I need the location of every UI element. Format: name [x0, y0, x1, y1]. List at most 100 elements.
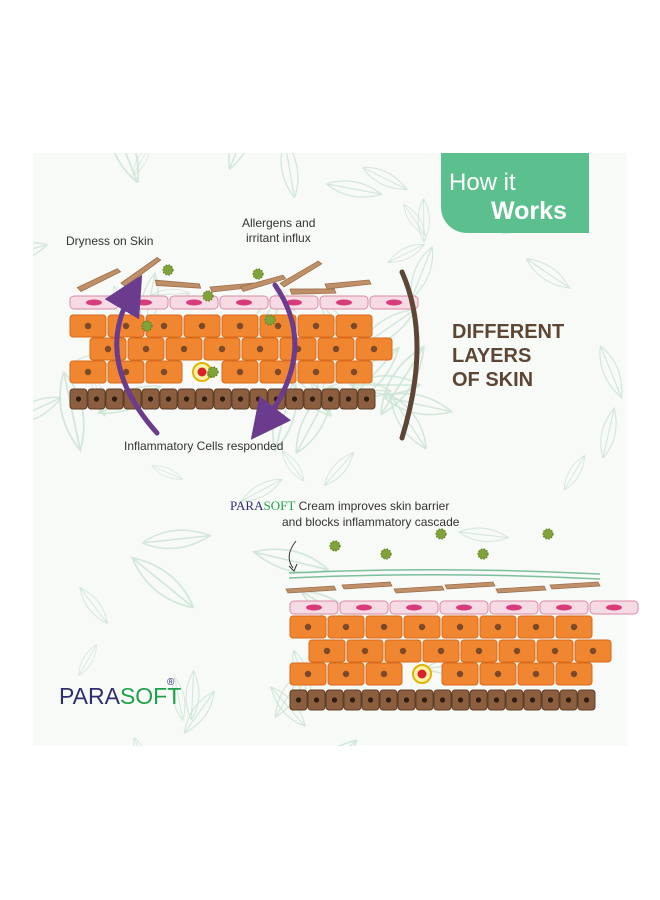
leaf-outline	[151, 465, 184, 480]
pink-cell-nucleus	[286, 299, 302, 306]
basal-cell-nucleus	[457, 697, 464, 703]
basal-cell-nucleus	[165, 396, 172, 402]
pink-cell-nucleus	[606, 604, 622, 611]
dry-skin-flake	[154, 279, 202, 289]
leaf-outline	[228, 153, 256, 170]
basal-cell-nucleus	[331, 697, 338, 703]
basal-cell-nucleus	[327, 396, 334, 402]
keratinocyte-nucleus	[274, 368, 282, 376]
skin-cross-section-damaged	[69, 257, 419, 410]
basal-cell-nucleus	[111, 396, 118, 402]
keratinocyte-nucleus	[532, 623, 540, 631]
keratinocyte-nucleus	[350, 368, 358, 376]
dry-skin-flake	[289, 288, 337, 295]
basal-cell-nucleus	[75, 396, 82, 402]
pink-cell-nucleus	[336, 299, 352, 306]
keratinocyte-nucleus	[84, 368, 92, 376]
basal-cell-nucleus	[547, 697, 554, 703]
keratinocyte-nucleus	[142, 345, 150, 353]
leaf-outline	[130, 556, 195, 609]
basal-cell-nucleus	[291, 396, 298, 402]
logo-soft: SOFT	[119, 683, 182, 709]
basal-cell-nucleus	[147, 396, 154, 402]
keratinocyte-nucleus	[380, 623, 388, 631]
leaf-outline	[280, 153, 299, 199]
keratinocyte-nucleus	[312, 322, 320, 330]
basal-cell-nucleus	[201, 396, 208, 402]
skin-flake	[549, 581, 601, 590]
leaf-outline	[326, 180, 383, 198]
basal-cell-nucleus	[313, 697, 320, 703]
keratinocyte-nucleus	[456, 623, 464, 631]
basal-cell-nucleus	[385, 697, 392, 703]
keratinocyte-nucleus	[475, 647, 483, 655]
keratinocyte-nucleus	[256, 345, 264, 353]
leaf-outline	[33, 241, 49, 265]
inflammatory-cell-nucleus	[197, 367, 207, 377]
leaf-outline	[361, 166, 409, 191]
keratinocyte-nucleus	[570, 670, 578, 678]
protective-film-line	[288, 568, 601, 575]
title-line-3: OF SKIN	[452, 369, 534, 391]
leaf-outline	[132, 153, 151, 176]
basal-cell-nucleus	[421, 697, 428, 703]
protective-film-line	[288, 573, 601, 580]
keratinocyte-nucleus	[84, 322, 92, 330]
basal-cell-nucleus	[93, 396, 100, 402]
label-allergens-line-1: Allergens and	[242, 216, 316, 230]
basal-cell-nucleus	[493, 697, 500, 703]
basal-cell-nucleus	[403, 697, 410, 703]
keratinocyte-nucleus	[380, 670, 388, 678]
pink-cell-nucleus	[556, 604, 572, 611]
keratinocyte-nucleus	[160, 322, 168, 330]
leaf-outline	[141, 529, 212, 550]
note-brand: PARASOFT	[230, 498, 295, 513]
leaf-outline	[78, 643, 98, 676]
basal-cell-nucleus	[529, 697, 536, 703]
keratinocyte-nucleus	[160, 368, 168, 376]
basal-cell-nucleus	[219, 396, 226, 402]
dry-skin-flake	[76, 268, 122, 293]
leaf-outline	[403, 203, 426, 236]
keratinocyte-nucleus	[218, 345, 226, 353]
leaf-outline	[133, 737, 150, 746]
allergen-particle	[329, 540, 341, 552]
pink-cell-nucleus	[356, 604, 372, 611]
parasoft-logo: PARASOFT®	[59, 677, 182, 710]
allergen-particle	[207, 366, 219, 378]
title-line-1: DIFFERENT	[452, 321, 565, 343]
allergen-particle	[162, 264, 174, 276]
layers-bracket	[399, 269, 420, 441]
basal-cell-nucleus	[255, 396, 262, 402]
badge-line-2: Works	[491, 197, 567, 225]
keratinocyte-nucleus	[494, 670, 502, 678]
skin-cross-section-protected	[285, 528, 639, 711]
pink-cell-nucleus	[236, 299, 252, 306]
pink-cell-nucleus	[186, 299, 202, 306]
logo-registered-mark: ®	[167, 677, 175, 688]
allergen-particle	[202, 290, 214, 302]
keratinocyte-nucleus	[456, 670, 464, 678]
keratinocyte-nucleus	[494, 623, 502, 631]
skin-flake	[495, 585, 547, 594]
basal-cell-nucleus	[511, 697, 518, 703]
allergen-particle	[542, 528, 554, 540]
basal-cell-nucleus	[439, 697, 446, 703]
note-line-2: and blocks inflammatory cascade	[282, 515, 460, 529]
basal-cell-nucleus	[349, 697, 356, 703]
allergen-particle	[264, 314, 276, 326]
keratinocyte-nucleus	[399, 647, 407, 655]
keratinocyte-nucleus	[418, 623, 426, 631]
note-brand-para: PARA	[230, 498, 264, 513]
keratinocyte-nucleus	[236, 368, 244, 376]
keratinocyte-nucleus	[342, 623, 350, 631]
callout-pointer-tip	[288, 563, 298, 572]
keratinocyte-nucleus	[570, 623, 578, 631]
callout-pointer	[288, 540, 297, 569]
leaf-outline	[387, 243, 425, 263]
skin-flake	[444, 581, 496, 590]
keratinocyte-nucleus	[122, 322, 130, 330]
keratinocyte-nucleus	[323, 647, 331, 655]
pink-cell-nucleus	[306, 604, 322, 611]
